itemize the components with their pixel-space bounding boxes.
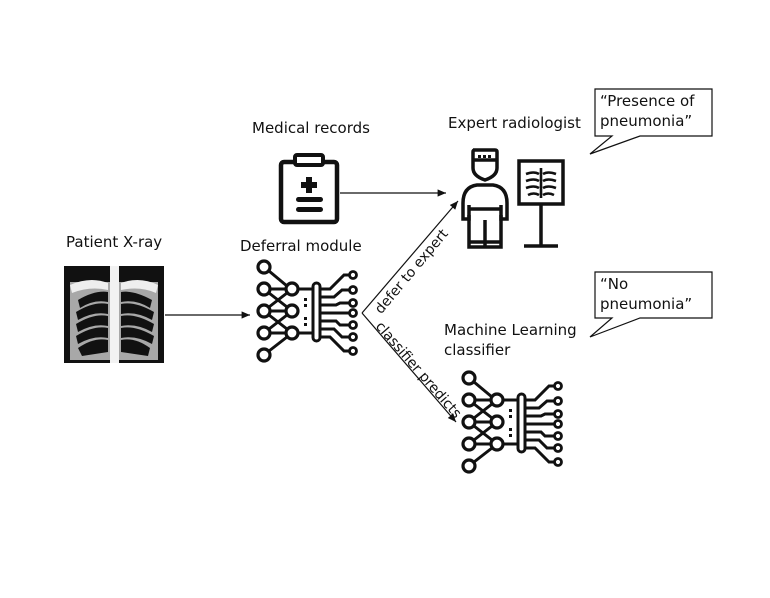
speech-bubble-classifier-shape <box>589 271 713 338</box>
ml-classifier-icon <box>461 370 564 474</box>
medical-records-label: Medical records <box>252 119 370 137</box>
speech-bubble-classifier-line2: pneumonia” <box>600 295 693 313</box>
speech-bubble-expert-shape <box>589 88 713 155</box>
speech-bubble-expert-line1: “Presence of <box>600 92 695 110</box>
medical-records-icon <box>278 153 340 225</box>
expert-radiologist-label: Expert radiologist <box>448 114 581 132</box>
patient-xray-label: Patient X-ray <box>66 233 163 251</box>
radiologist-icon <box>461 148 509 249</box>
arrow-classifier-predicts <box>361 312 457 423</box>
xray-stand-icon <box>517 159 565 248</box>
speech-bubble-expert-line2: pneumonia” <box>600 112 693 130</box>
speech-bubble-classifier-line1: “No <box>600 275 629 293</box>
deferral-module-label: Deferral module <box>240 237 362 255</box>
arrow-defer-to-expert <box>361 200 459 314</box>
ml-classifier-label-line2: classifier <box>444 341 511 359</box>
ml-classifier-label-line1: Machine Learning <box>444 321 577 339</box>
deferral-module-icon <box>256 259 359 363</box>
xray-image <box>64 266 164 363</box>
